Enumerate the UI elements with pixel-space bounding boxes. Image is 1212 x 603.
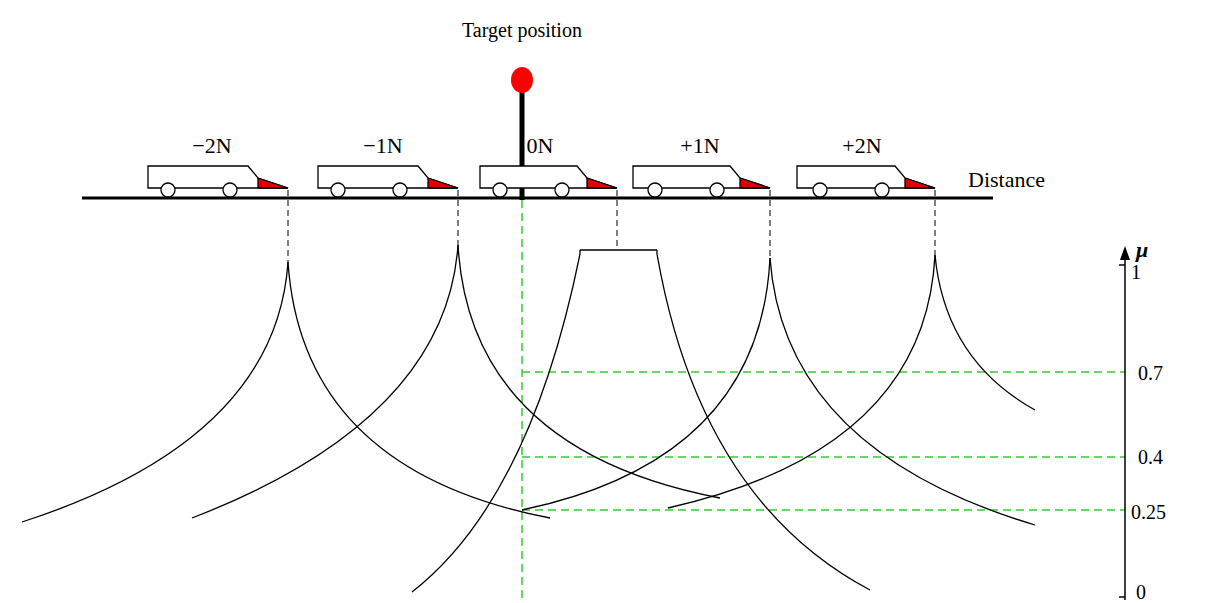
axis-line	[1124, 256, 1126, 600]
tick-label: 0	[1136, 581, 1146, 603]
axis-ticks	[1119, 265, 1125, 597]
tick-label: 0.7	[1138, 362, 1163, 384]
tick-label: 1	[1131, 261, 1141, 283]
title-label: Target position	[462, 19, 582, 41]
vehicle	[480, 166, 617, 197]
axis-arrow	[1120, 246, 1130, 260]
position-label: 0N	[527, 134, 554, 158]
position-label: +2N	[842, 134, 881, 158]
drop-lines	[288, 190, 935, 262]
guide-lines	[522, 200, 1125, 600]
axis-symbol: μ	[1136, 238, 1148, 262]
target-marker	[511, 67, 533, 93]
vehicle	[148, 166, 288, 197]
vehicle	[318, 166, 458, 197]
vehicle	[797, 166, 935, 197]
position-label: −2N	[192, 134, 231, 158]
ground-line	[82, 197, 993, 200]
vehicle	[633, 166, 770, 197]
vehicles	[148, 166, 935, 197]
tick-label: 0.25	[1131, 501, 1166, 523]
position-label: +1N	[680, 134, 719, 158]
axis-title: Distance	[968, 168, 1045, 192]
membership-curves	[22, 245, 1035, 592]
position-label: −1N	[363, 134, 402, 158]
tick-label: 0.4	[1138, 446, 1163, 468]
